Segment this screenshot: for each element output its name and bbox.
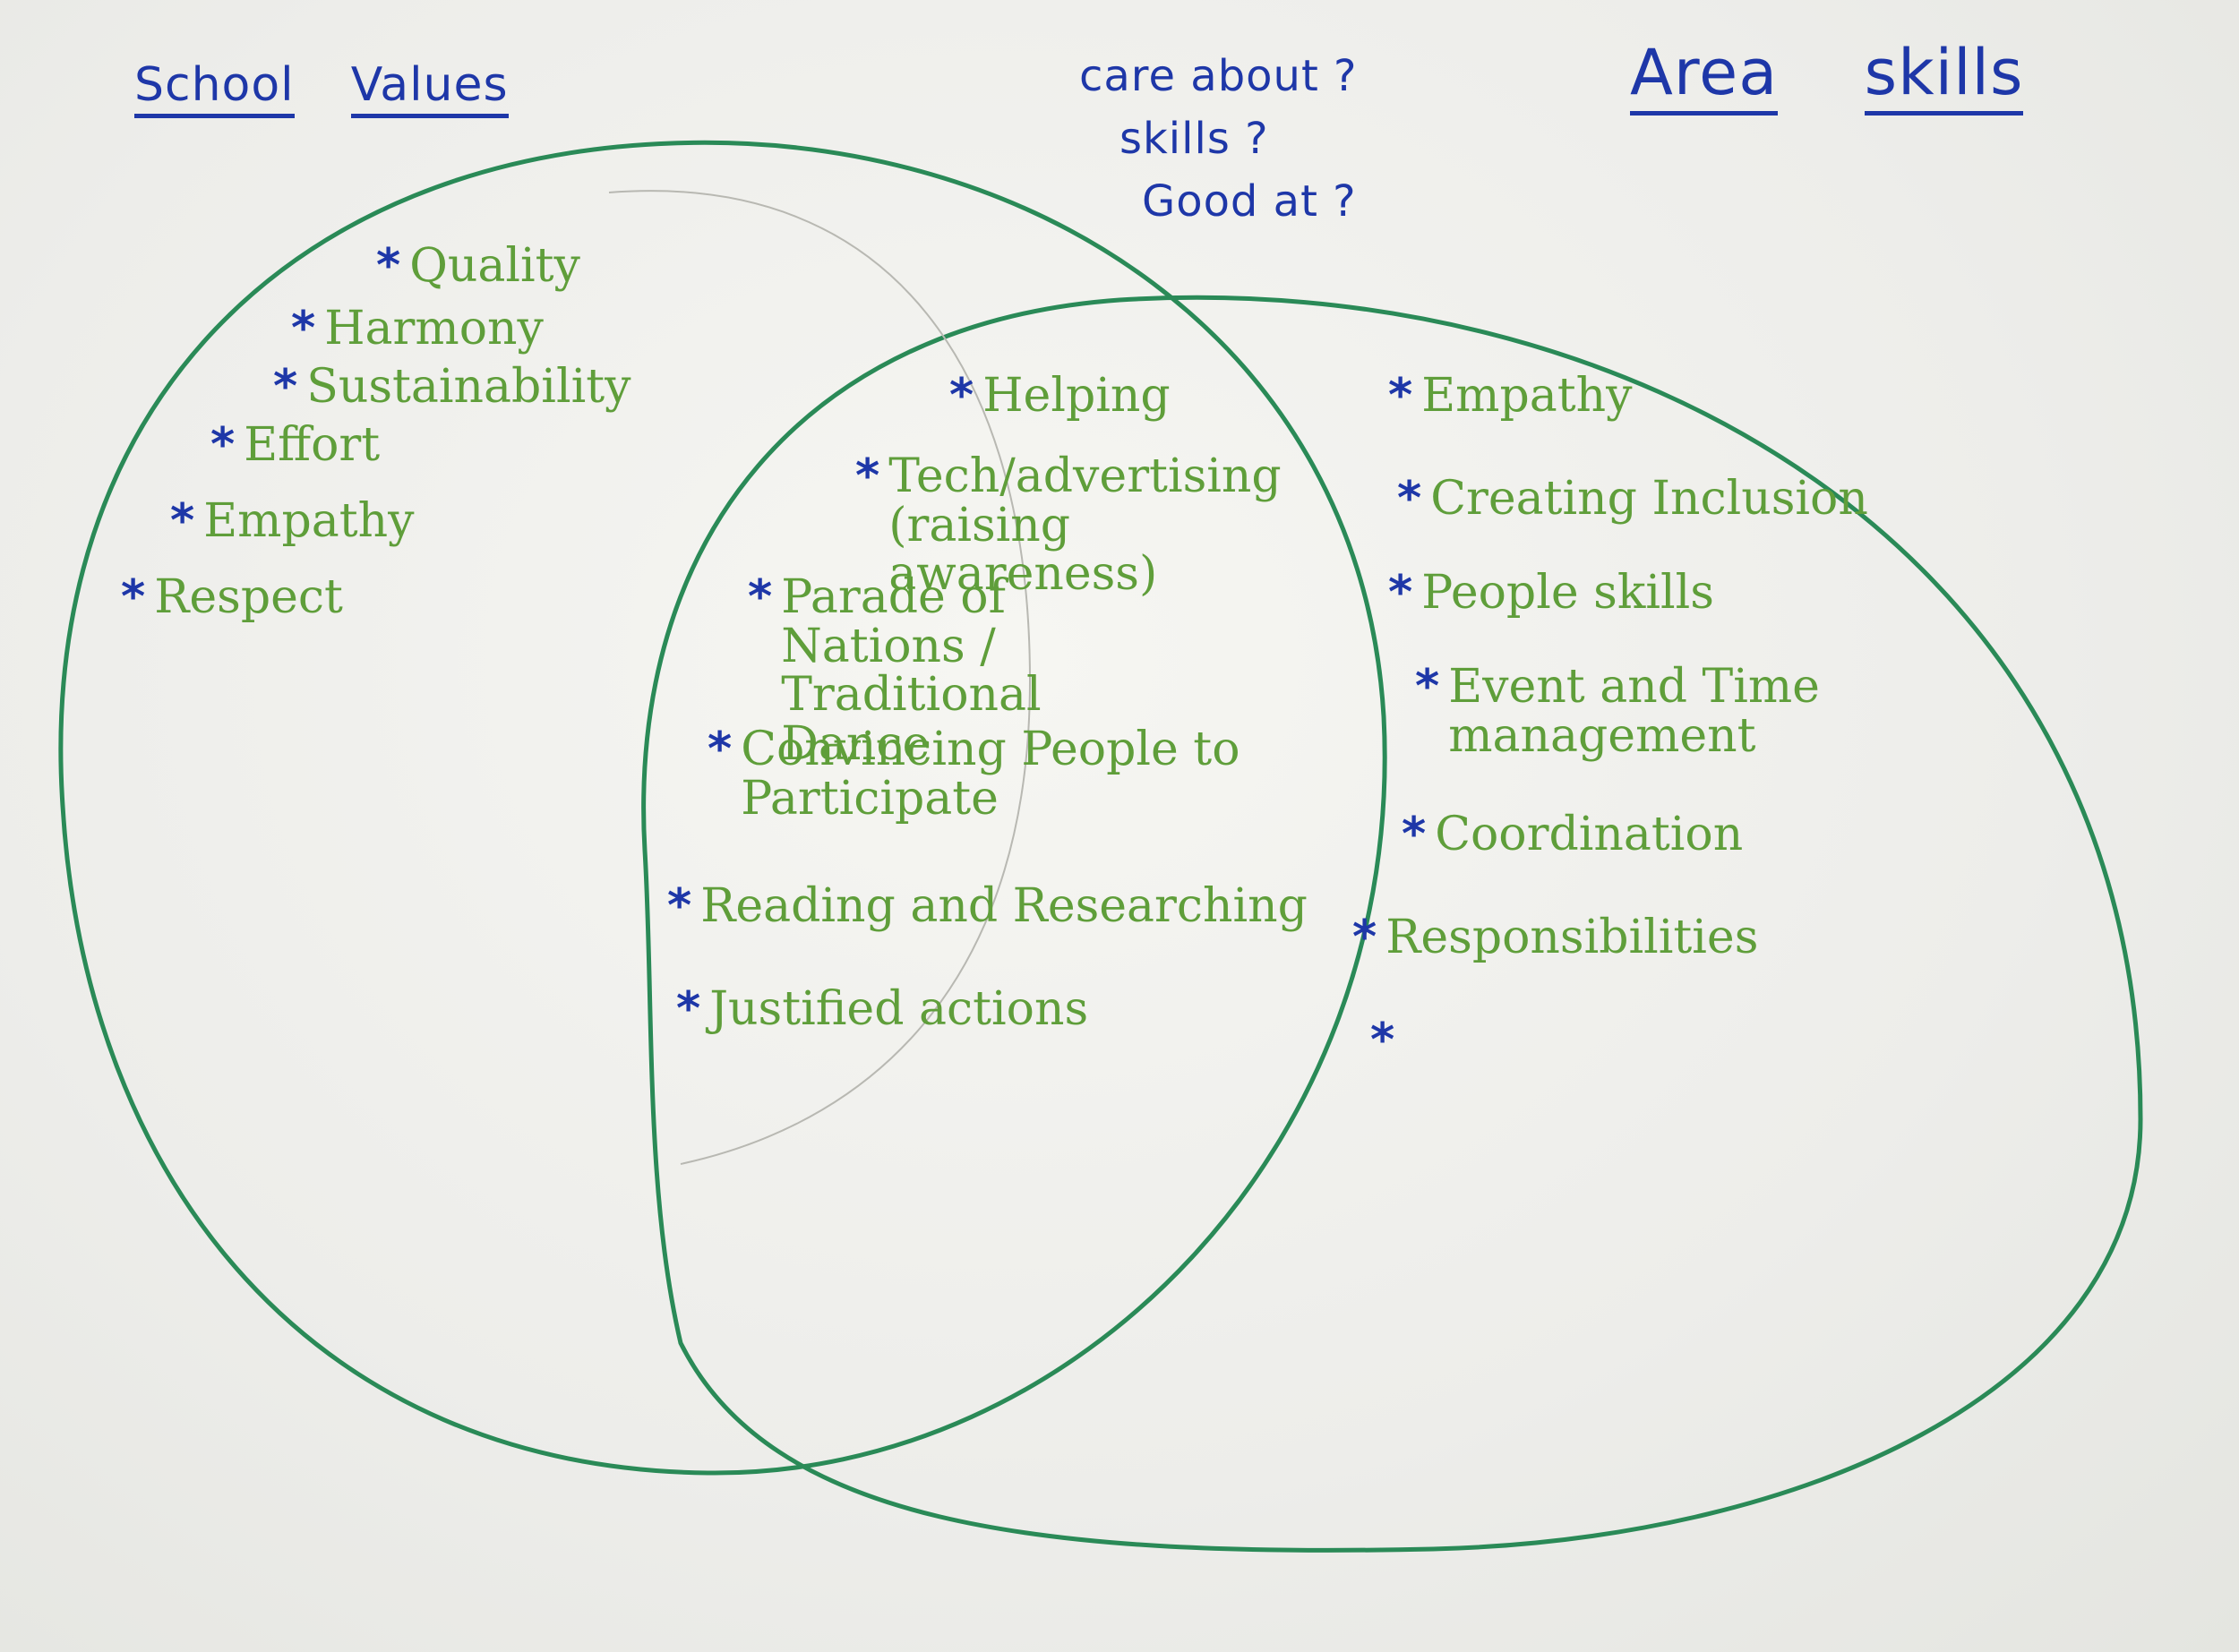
heading-word: Values <box>350 58 509 118</box>
left-item-sustainability: *Sustainability <box>273 363 631 412</box>
item-text: Harmony <box>324 302 544 355</box>
right-item-empty: * <box>1370 1016 1403 1066</box>
right-item-inclusion: *Creating Inclusion <box>1397 475 1868 524</box>
star-bullet: * <box>121 570 146 624</box>
star-bullet: * <box>273 360 298 414</box>
heading-questions: care about ? skills ? Good at ? <box>1079 45 1358 233</box>
star-bullet: * <box>667 879 692 933</box>
right-item-event-time: *Event and Time management <box>1415 663 1824 760</box>
left-item-quality: *Quality <box>376 242 580 291</box>
star-bullet: * <box>1402 808 1427 861</box>
item-text: Responsibilities <box>1385 911 1759 964</box>
middle-item-convincing: *Convincing People to Participate <box>708 725 1242 823</box>
item-text: Coordination <box>1435 808 1744 861</box>
heading-school-values: School Values <box>134 58 509 118</box>
left-item-effort: *Effort <box>210 421 380 470</box>
heading-word: Area <box>1630 36 1779 116</box>
star-bullet: * <box>376 239 401 293</box>
right-item-coordination: *Coordination <box>1402 810 1743 860</box>
right-item-people-skills: *People skills <box>1388 569 1714 618</box>
star-bullet: * <box>170 494 195 548</box>
heading-area-skills: Area skills <box>1630 36 2024 116</box>
item-text: Respect <box>154 570 343 624</box>
star-bullet: * <box>949 369 974 423</box>
middle-item-parade: *Parade of Nations / Traditional Dance <box>748 573 1193 768</box>
star-bullet: * <box>1370 1014 1395 1067</box>
item-text: Empathy <box>1421 369 1633 423</box>
item-text: Effort <box>244 418 381 472</box>
item-text: Helping <box>982 369 1171 423</box>
item-text: Reading and Researching <box>700 879 1308 933</box>
heading-word: skills <box>1864 36 2024 116</box>
question-care-about: care about ? <box>1079 51 1358 101</box>
star-bullet: * <box>210 418 236 472</box>
item-text: Tech/advertising (raising awareness) <box>888 449 1282 602</box>
middle-item-justified: *Justified actions <box>676 985 1088 1034</box>
right-item-empathy: *Empathy <box>1388 372 1633 421</box>
question-skills: skills ? <box>1120 114 1269 164</box>
left-circle <box>58 140 1387 1476</box>
item-text: Sustainability <box>306 360 631 414</box>
star-bullet: * <box>748 570 773 624</box>
star-bullet: * <box>1352 911 1377 964</box>
star-bullet: * <box>1388 369 1413 423</box>
item-text: Justified actions <box>709 982 1089 1036</box>
middle-item-tech: *Tech/advertising (raising awareness) <box>855 449 1282 602</box>
star-bullet: * <box>855 449 880 503</box>
item-text: Parade of Nations / Traditional Dance <box>781 570 1042 771</box>
item-text: Convincing People to Participate <box>741 723 1240 826</box>
left-item-empathy: *Empathy <box>170 497 415 546</box>
star-bullet: * <box>708 723 733 776</box>
item-text: Creating Inclusion <box>1430 472 1868 526</box>
middle-item-helping: *Helping <box>949 372 1171 421</box>
item-text: Empathy <box>203 494 415 548</box>
right-circle <box>641 295 2143 1553</box>
item-text: Event and Time management <box>1448 660 1820 763</box>
middle-item-reading: *Reading and Researching <box>667 882 1308 931</box>
star-bullet: * <box>1388 566 1413 620</box>
star-bullet: * <box>1397 472 1422 526</box>
heading-word: School <box>134 58 295 118</box>
question-good-at: Good at ? <box>1142 176 1357 227</box>
star-bullet: * <box>1415 660 1440 714</box>
star-bullet: * <box>291 302 316 355</box>
left-item-respect: *Respect <box>121 573 343 622</box>
faint-pencil-arc <box>608 190 1032 1165</box>
left-item-harmony: *Harmony <box>291 304 544 354</box>
item-text: People skills <box>1421 566 1714 620</box>
item-text: Quality <box>409 239 580 293</box>
star-bullet: * <box>676 982 701 1036</box>
right-item-responsibilities: *Responsibilities <box>1352 913 1758 963</box>
